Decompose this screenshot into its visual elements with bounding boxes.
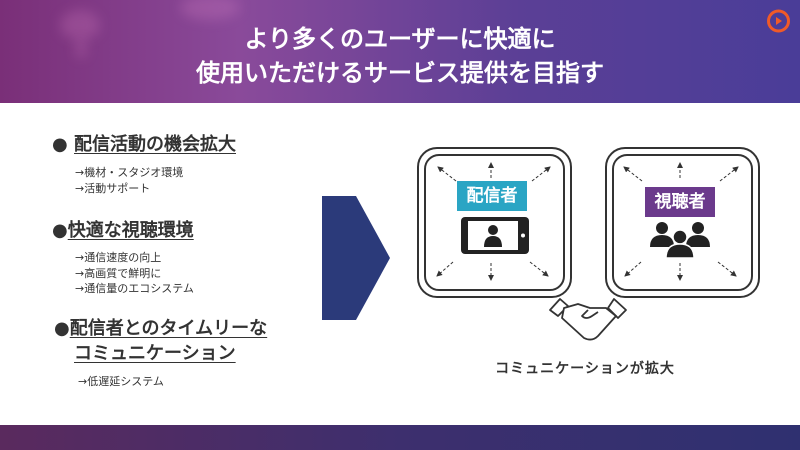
list-item: →低遅延システム bbox=[78, 375, 164, 388]
footer-band bbox=[0, 425, 800, 450]
header-banner: より多くのユーザーに快適に 使用いただけるサービス提供を目指す bbox=[0, 0, 800, 103]
section-heading-3: ●配信者とのタイムリーな コミュニケーション bbox=[54, 318, 268, 364]
handshake-icon bbox=[549, 298, 627, 341]
tablet-streamer-icon bbox=[461, 217, 529, 254]
section-2-items: →通信速度の向上 →高画質で鮮明に →通信量のエコシステム bbox=[75, 250, 194, 297]
list-item: →通信速度の向上 bbox=[75, 251, 162, 264]
page-title: より多くのユーザーに快適に 使用いただけるサービス提供を目指す bbox=[0, 22, 800, 90]
list-item: →高画質で鮮明に bbox=[75, 266, 162, 280]
right-arrow-icon bbox=[322, 196, 390, 320]
viewer-box bbox=[605, 147, 760, 298]
logo-icon bbox=[767, 9, 790, 33]
list-item: →活動サポート bbox=[75, 181, 151, 195]
audience-icon bbox=[650, 222, 710, 258]
list-item: →通信量のエコシステム bbox=[75, 282, 194, 295]
section-3-items: →低遅延システム bbox=[78, 374, 164, 390]
section-heading-1: ● 配信活動の機会拡大 bbox=[52, 134, 236, 155]
section-1-items: →機材・スタジオ環境 →活動サポート bbox=[75, 165, 183, 196]
viewer-label: 視聴者 bbox=[645, 187, 715, 217]
section-heading-2: ●快適な視聴環境 bbox=[52, 220, 194, 241]
streamer-label: 配信者 bbox=[457, 181, 527, 211]
streamer-box bbox=[417, 147, 572, 298]
list-item: →機材・スタジオ環境 bbox=[75, 166, 184, 179]
title-line-2: 使用いただけるサービス提供を目指す bbox=[196, 59, 604, 87]
diagram-caption: コミュニケーションが拡大 bbox=[495, 361, 675, 377]
title-line-1: より多くのユーザーに快適に bbox=[244, 25, 556, 53]
